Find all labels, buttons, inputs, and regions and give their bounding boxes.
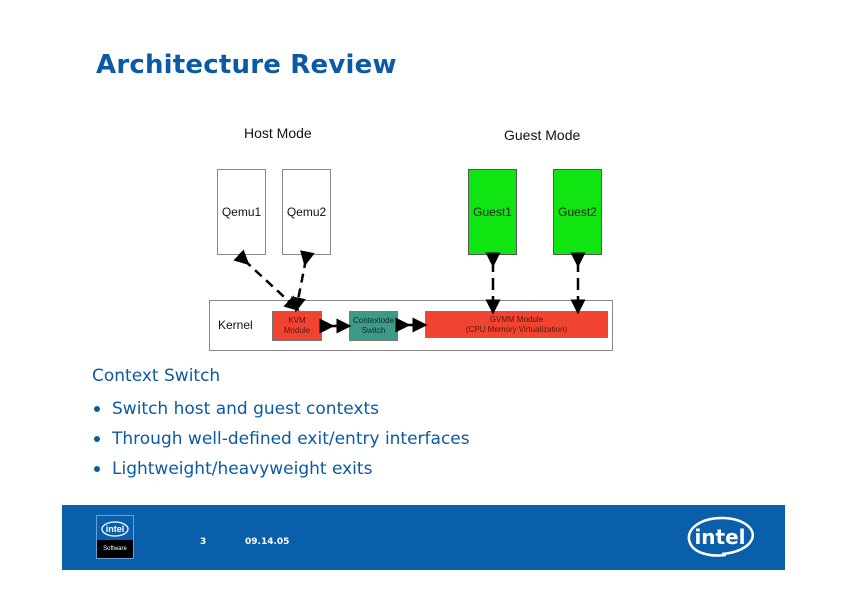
qemu2-box: Qemu2 — [282, 169, 331, 255]
kernel-label: Kernel — [218, 318, 253, 332]
bullet-text: Through well-defined exit/entry interfac… — [112, 429, 470, 449]
bullet-text: Lightweight/heavyweight exits — [112, 459, 373, 479]
bullet-dot-icon — [94, 466, 100, 472]
page-number: 3 — [200, 537, 207, 547]
slide-content: Context Switch Switch host and guest con… — [92, 366, 470, 484]
gvmm-module-line2: (CPU Memory Virtualization) — [465, 324, 568, 334]
guest2-label: Guest2 — [558, 205, 597, 219]
kvm-module-box: KVM Module — [272, 311, 322, 341]
kvm-module-line1: KVM — [288, 316, 306, 325]
gvmm-module-line1: GVMM Module — [489, 314, 544, 324]
context-switch-line1: Contextode — [353, 316, 394, 325]
slide-title: Architecture Review — [96, 50, 397, 80]
guest1-box: Guest1 — [468, 169, 517, 255]
bullet-item: Lightweight/heavyweight exits — [92, 454, 470, 484]
bullet-item: Switch host and guest contexts — [92, 394, 470, 424]
intel-software-logo: intel Software — [96, 515, 134, 559]
intel-logo-icon: intel — [687, 516, 754, 557]
content-heading: Context Switch — [92, 366, 221, 386]
footer-band: intel Software 3 09.14.05 intel — [62, 505, 785, 570]
small-logo-wordmark: intel — [106, 524, 125, 534]
host-mode-label: Host Mode — [244, 125, 312, 141]
guest2-box: Guest2 — [553, 169, 602, 255]
intel-logo-wordmark: intel — [694, 525, 745, 549]
intel-small-logo-icon: intel — [101, 521, 129, 537]
bullet-dot-icon — [94, 406, 100, 412]
gvmm-module-box: GVMM Module (CPU Memory Virtualization) — [425, 311, 608, 338]
context-switch-line2: Switch — [361, 326, 386, 335]
kvm-module-line2: Module — [283, 326, 311, 335]
context-switch-box: Contextode Switch — [349, 311, 398, 341]
qemu2-label: Qemu2 — [286, 205, 327, 219]
bullet-dot-icon — [94, 436, 100, 442]
slide-date: 09.14.05 — [245, 537, 290, 547]
qemu1-box: Qemu1 — [217, 169, 266, 255]
software-label: Software — [97, 540, 133, 558]
bullet-text: Switch host and guest contexts — [112, 399, 379, 419]
bullet-item: Through well-defined exit/entry interfac… — [92, 424, 470, 454]
guest1-label: Guest1 — [473, 205, 512, 219]
qemu2-kvm-arrow — [291, 250, 315, 313]
qemu1-label: Qemu1 — [221, 205, 262, 219]
guest-mode-label: Guest Mode — [504, 127, 581, 143]
